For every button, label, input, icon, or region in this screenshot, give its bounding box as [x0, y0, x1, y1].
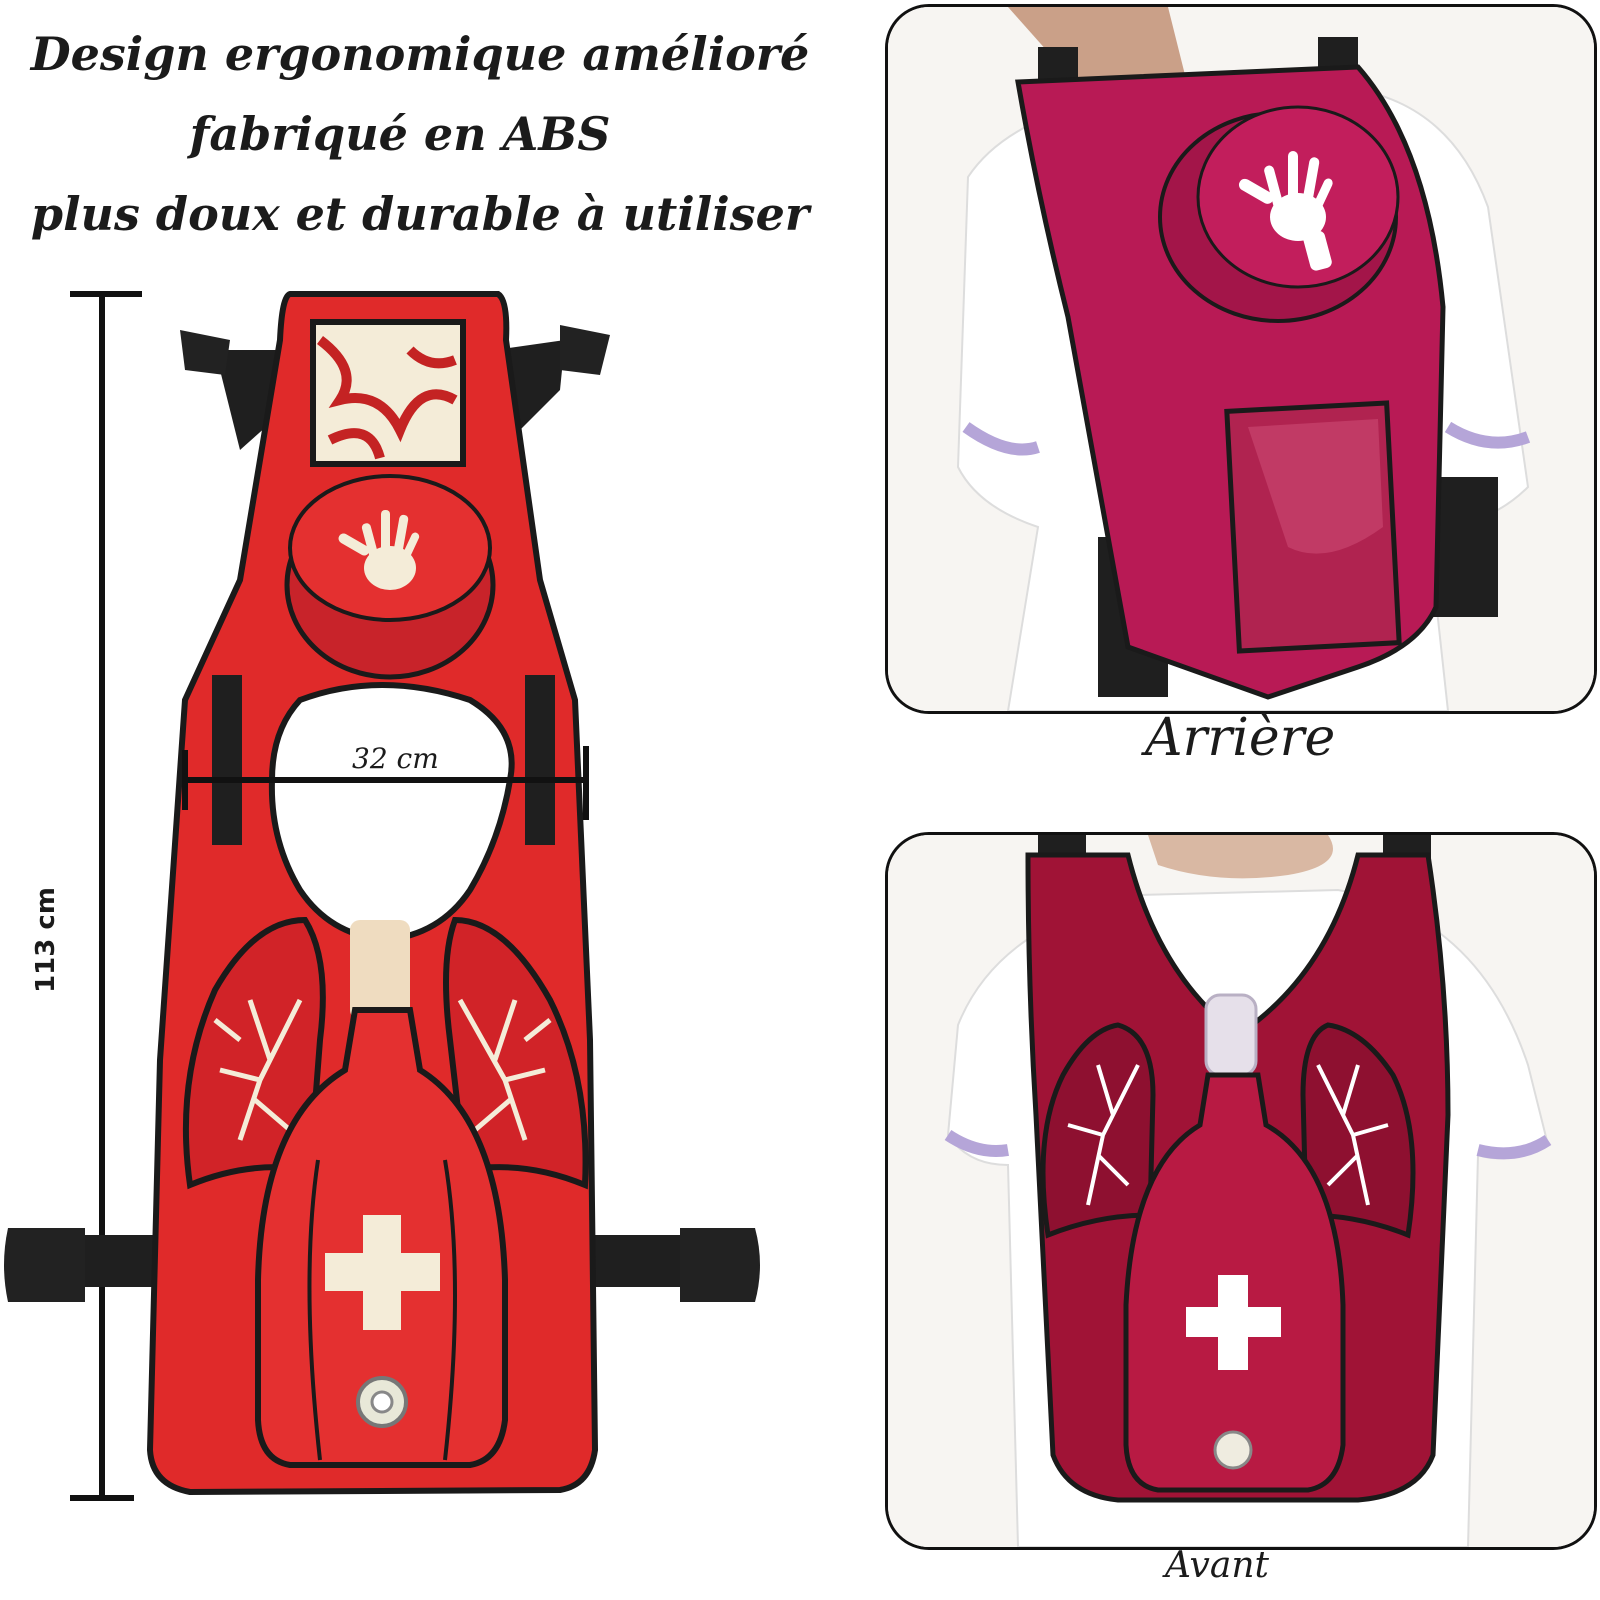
hand-pad	[284, 474, 496, 680]
buckle-icon	[680, 1228, 760, 1302]
headline-line-2: fabriqué en ABS	[189, 107, 611, 161]
valve	[1213, 1430, 1253, 1470]
neck	[1148, 835, 1333, 879]
headline-line-1: Design ergonomique amélioré	[30, 27, 810, 81]
back-view-photo	[885, 4, 1597, 714]
adjuster-strap-right	[525, 675, 555, 845]
front-view-illustration	[888, 835, 1594, 1547]
width-label: 32 cm	[352, 742, 439, 775]
caption-front: Avant	[1165, 1545, 1269, 1586]
buckle-icon	[4, 1228, 85, 1302]
lungs-icon	[182, 916, 589, 1190]
mouthpiece	[1204, 993, 1258, 1077]
adjuster-strap-left	[212, 675, 242, 845]
front-view-photo	[885, 832, 1597, 1550]
caption-back: Arrière	[1145, 708, 1336, 768]
pocket-print	[316, 336, 458, 460]
medical-cross-icon	[325, 1215, 440, 1330]
back-view-illustration	[888, 7, 1594, 711]
clear-pocket	[1224, 400, 1402, 654]
width-dimension-line	[182, 746, 589, 820]
hand-icon	[1238, 151, 1333, 271]
headline: Design ergonomique amélioré fabriqué en …	[20, 14, 820, 254]
mouthpiece	[350, 920, 410, 1020]
height-dimension-line	[70, 291, 142, 1501]
hand-pad	[1158, 105, 1400, 323]
buckle-icon	[560, 325, 610, 375]
buckle-icon	[180, 330, 230, 375]
lungs-icon	[1040, 1022, 1416, 1239]
side-right-strap	[590, 1228, 760, 1302]
hand-icon	[338, 510, 420, 590]
neck-opening	[268, 682, 515, 944]
medical-cross-icon	[1186, 1275, 1281, 1370]
flat-vest-illustration	[4, 291, 760, 1501]
height-label: 113 cm	[31, 887, 61, 993]
headline-line-3: plus doux et durable à utiliser	[30, 187, 810, 241]
flat-vest-figure	[0, 280, 860, 1600]
